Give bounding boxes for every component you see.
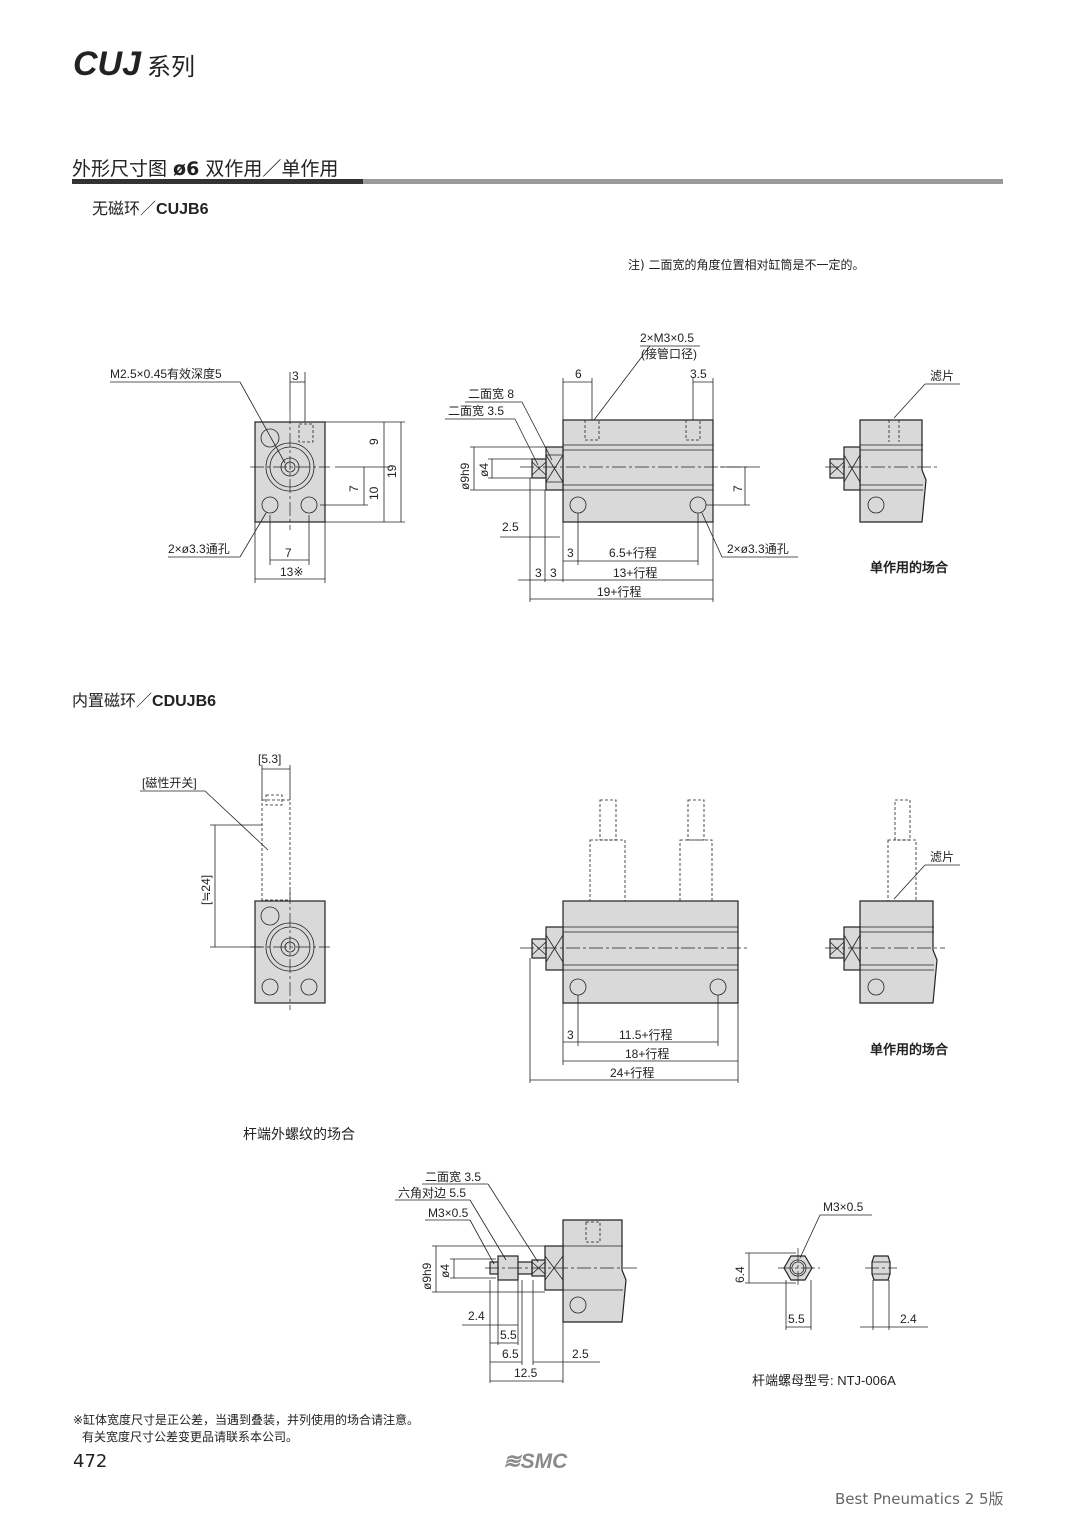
dimension-label: 6.4 [733, 1266, 747, 1283]
dimension-label: 6 [575, 367, 582, 381]
dimension-label: 5.5 [788, 1312, 805, 1326]
cujb6-heading: 无磁环／CUJB6 [92, 199, 209, 218]
dim-7-vertical: 7 [347, 485, 361, 492]
dimension-label: 3 [567, 546, 574, 560]
cujb6-single-acting-view: 滤片 单作用的场合 [825, 369, 960, 575]
footnote-1: ※缸体宽度尺寸是正公差，当遇到叠装，并列使用的场合请注意。 [73, 1413, 420, 1427]
dimension-label: 5.5 [500, 1328, 517, 1342]
cujb6-end-view: 3 M2.5×0.45有效深度5 9 10 19 7 2×ø3.3通孔 7 13… [110, 366, 405, 583]
rod-thread-heading: 杆端外螺纹的场合 [243, 1127, 355, 1143]
dimension-label: 18+行程 [625, 1046, 669, 1061]
dim-9: 9 [367, 438, 381, 445]
dimension-label: 3.5 [690, 367, 707, 381]
smc-logo-swirl-icon: ≋ [503, 1450, 521, 1473]
dimension-label: ø4 [438, 1264, 452, 1278]
dimension-label: 2.5 [502, 520, 519, 534]
dimension-label: [≒24] [199, 875, 213, 905]
page-number: 472 [73, 1451, 108, 1472]
dimension-label: 24+行程 [610, 1065, 654, 1080]
dimension-label: M3×0.5 [428, 1206, 469, 1220]
dimension-label: 滤片 [930, 369, 954, 383]
section-divider-accent [72, 179, 363, 184]
dimension-label: 6.5+行程 [609, 545, 657, 560]
angle-note: 注) 二面宽的角度位置相对缸筒是不一定的。 [628, 258, 865, 272]
dimension-label: 单作用的场合 [870, 1042, 949, 1057]
dimension-label: 2.5 [572, 1347, 589, 1361]
dim-10: 10 [367, 486, 381, 500]
dimension-label: 2×ø3.3通孔 [727, 542, 789, 556]
dimension-label: 滤片 [930, 850, 954, 864]
dimension-label: 3 [550, 566, 557, 580]
dimension-label: 六角对边 5.5 [398, 1186, 466, 1200]
tap-label: M2.5×0.45有效深度5 [110, 366, 222, 381]
dimension-label: 2.4 [468, 1309, 485, 1323]
port-label: 2×M3×0.5 [640, 331, 694, 345]
single-acting-caption: 单作用的场合 [870, 560, 949, 575]
dim-19: 19 [385, 464, 399, 478]
dimension-label: 19+行程 [597, 584, 641, 599]
smc-logo: ≋SMC [503, 1450, 568, 1473]
dim-3: 3 [292, 369, 299, 383]
dimension-label: M3×0.5 [823, 1200, 864, 1214]
holes-label: 2×ø3.3通孔 [168, 542, 230, 556]
section-divider [72, 179, 1003, 184]
dimension-label: [5.3] [258, 752, 281, 766]
dimension-label: ø4 [477, 463, 491, 477]
dimension-label: [磁性开关] [142, 775, 197, 790]
dimension-label: ø9h9 [458, 462, 472, 490]
dimension-label: 二面宽 3.5 [448, 403, 504, 418]
cdujb6-end-view: [5.3] [磁性开关] [≒24] [140, 752, 330, 1010]
dimension-label: 13+行程 [613, 565, 657, 580]
footnote-2: 有关宽度尺寸公差变更品请联系本公司。 [82, 1430, 299, 1444]
cdujb6-single-acting-view: 滤片 单作用的场合 [825, 799, 960, 1057]
dimension-label: ø9h9 [420, 1262, 434, 1290]
dimension-label: 7 [731, 485, 745, 492]
cdujb6-heading: 内置磁环／CDUJB6 [72, 691, 217, 710]
dim-7: 7 [285, 546, 292, 560]
cdujb6-side-view: 3 11.5+行程 18+行程 24+行程 [520, 799, 750, 1083]
dimension-label: 2.4 [900, 1312, 917, 1326]
section-title: 外形尺寸图 ø6 双作用／单作用 [72, 158, 339, 180]
dimension-label: 6.5 [502, 1347, 519, 1361]
dimension-label: 3 [535, 566, 542, 580]
edition-label: Best Pneumatics 2 5版 [835, 1490, 1004, 1508]
dimension-label: 12.5 [514, 1366, 538, 1380]
dim-13: 13※ [280, 565, 303, 579]
dimension-label: (接管口径) [641, 346, 697, 361]
rod-thread-view: 二面宽 3.5 六角对边 5.5 M3×0.5 ø9h9 ø4 2.4 5.5 … [395, 1169, 640, 1383]
dimension-label: 11.5+行程 [619, 1027, 672, 1042]
rod-nut-view: M3×0.5 6.4 5.5 2.4 杆端螺母型号: NTJ-006A [733, 1200, 928, 1388]
dimension-label: 二面宽 8 [468, 386, 514, 401]
dimension-label: 二面宽 3.5 [425, 1169, 481, 1184]
nut-model: 杆端螺母型号: NTJ-006A [752, 1373, 896, 1388]
dimension-label: 3 [567, 1028, 574, 1042]
